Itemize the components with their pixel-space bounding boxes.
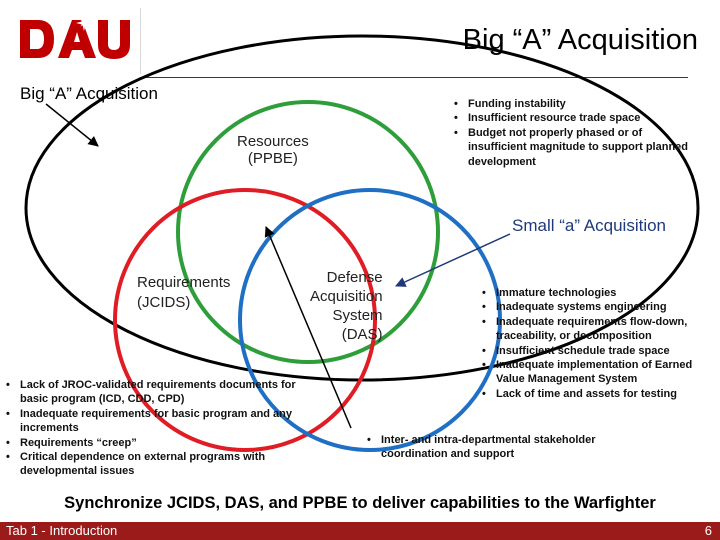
list-item: Inter- and intra-departmental stakeholde… xyxy=(363,433,653,462)
big-a-label: Big “A” Acquisition xyxy=(20,84,158,103)
resources-label: Resources (PPBE) xyxy=(237,133,309,167)
list-item: Insufficient resource trade space xyxy=(450,111,690,126)
title-rule xyxy=(140,77,688,78)
synchronize-message: Synchronize JCIDS, DAS, and PPBE to deli… xyxy=(64,494,656,512)
small-a-issues-list: Immature technologies Inadequate systems… xyxy=(478,286,714,402)
list-item: Immature technologies xyxy=(478,286,714,301)
ppbe-issues-list: Funding instability Insufficient resourc… xyxy=(450,97,690,169)
list-item: Lack of JROC-validated requirements docu… xyxy=(2,378,302,407)
list-item: Funding instability xyxy=(450,97,690,112)
small-a-label: Small “a” Acquisition xyxy=(512,216,667,235)
defense-label: Defense Acquisition System (DAS) xyxy=(310,269,383,343)
stakeholder-arrow xyxy=(264,226,352,429)
stakeholder-issues-list: Inter- and intra-departmental stakeholde… xyxy=(363,433,653,462)
resources-circle xyxy=(176,100,440,364)
footer-bar xyxy=(0,522,720,540)
list-item: Insufficient schedule trade space xyxy=(478,344,714,359)
requirements-issues-list: Lack of JROC-validated requirements docu… xyxy=(2,378,302,479)
dau-logo xyxy=(20,15,130,59)
list-item: Inadequate implementation of Earned Valu… xyxy=(478,358,714,387)
list-item: Inadequate requirements for basic progra… xyxy=(2,407,302,436)
footer-section: Tab 1 - Introduction xyxy=(6,523,118,538)
list-item: Critical dependence on external programs… xyxy=(2,450,302,479)
big-a-arrow xyxy=(45,103,99,147)
list-item: Requirements “creep” xyxy=(2,436,302,451)
small-a-arrow xyxy=(395,233,511,287)
list-item: Inadequate systems engineering xyxy=(478,300,714,315)
list-item: Lack of time and assets for testing xyxy=(478,387,714,402)
list-item: Budget not properly phased or of insuffi… xyxy=(450,126,690,169)
list-item: Inadequate requirements flow-down, trace… xyxy=(478,315,714,344)
requirements-label: Requirements (JCIDS) xyxy=(137,274,231,311)
page-number: 6 xyxy=(704,523,712,538)
logo-divider xyxy=(140,8,141,74)
